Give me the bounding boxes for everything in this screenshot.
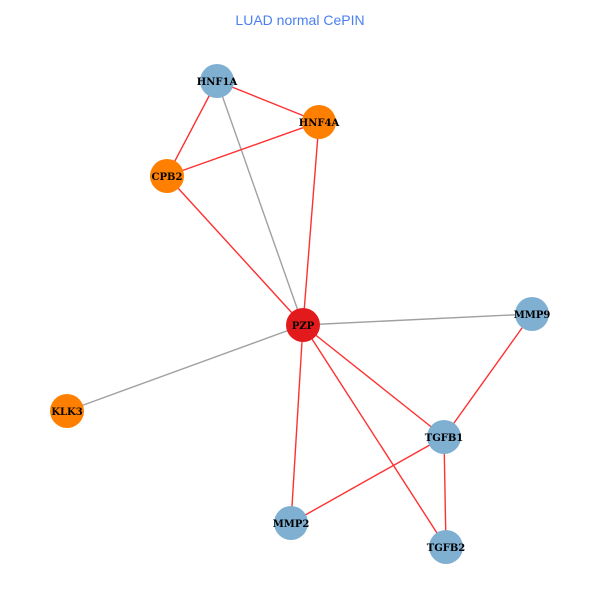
- edge-cpb2-hnf4a: [166, 121, 320, 177]
- node-hnf4a[interactable]: HNF4A: [299, 105, 340, 139]
- node-circle[interactable]: [427, 420, 461, 454]
- node-label: TGFB2: [427, 543, 466, 554]
- node-tgfb1[interactable]: TGFB1: [425, 420, 464, 454]
- node-label: MMP9: [514, 310, 551, 321]
- node-circle[interactable]: [200, 64, 234, 98]
- edge-tgfb1-mmp2: [290, 436, 445, 524]
- node-label: KLK3: [51, 407, 82, 418]
- node-circle[interactable]: [429, 530, 463, 564]
- edge-pzp-tgfb2: [302, 324, 447, 548]
- node-circle[interactable]: [274, 506, 308, 540]
- edge-pzp-mmp9: [302, 313, 533, 326]
- node-label: MMP2: [273, 519, 310, 530]
- edge-cpb2-pzp: [166, 175, 304, 326]
- edge-hnf1a-cpb2: [166, 80, 218, 177]
- edge-hnf4a-pzp: [302, 121, 320, 326]
- chart-title: LUAD normal CePIN: [235, 12, 365, 28]
- edge-pzp-tgfb1: [302, 324, 445, 438]
- edge-pzp-mmp2: [290, 324, 304, 524]
- node-label: CPB2: [152, 172, 183, 183]
- edge-mmp9-tgfb1: [443, 313, 533, 438]
- node-cpb2[interactable]: CPB2: [150, 159, 184, 193]
- edge-hnf1a-hnf4a: [216, 80, 320, 123]
- edge-pzp-klk3: [66, 324, 304, 412]
- node-hnf1a[interactable]: HNF1A: [197, 64, 238, 98]
- node-tgfb2[interactable]: TGFB2: [427, 530, 466, 564]
- node-circle[interactable]: [50, 394, 84, 428]
- edges-layer: [66, 80, 533, 548]
- node-label: TGFB1: [425, 433, 464, 444]
- node-circle[interactable]: [302, 105, 336, 139]
- node-circle[interactable]: [150, 159, 184, 193]
- edge-tgfb1-tgfb2: [443, 436, 447, 548]
- node-label: HNF4A: [299, 118, 340, 129]
- node-pzp[interactable]: PZP: [286, 308, 320, 342]
- node-mmp2[interactable]: MMP2: [273, 506, 310, 540]
- node-label: HNF1A: [197, 77, 238, 88]
- node-circle[interactable]: [286, 308, 320, 342]
- edge-hnf1a-pzp: [216, 80, 304, 326]
- node-circle[interactable]: [515, 297, 549, 331]
- node-klk3[interactable]: KLK3: [50, 394, 84, 428]
- node-mmp9[interactable]: MMP9: [514, 297, 551, 331]
- node-label: PZP: [292, 321, 315, 332]
